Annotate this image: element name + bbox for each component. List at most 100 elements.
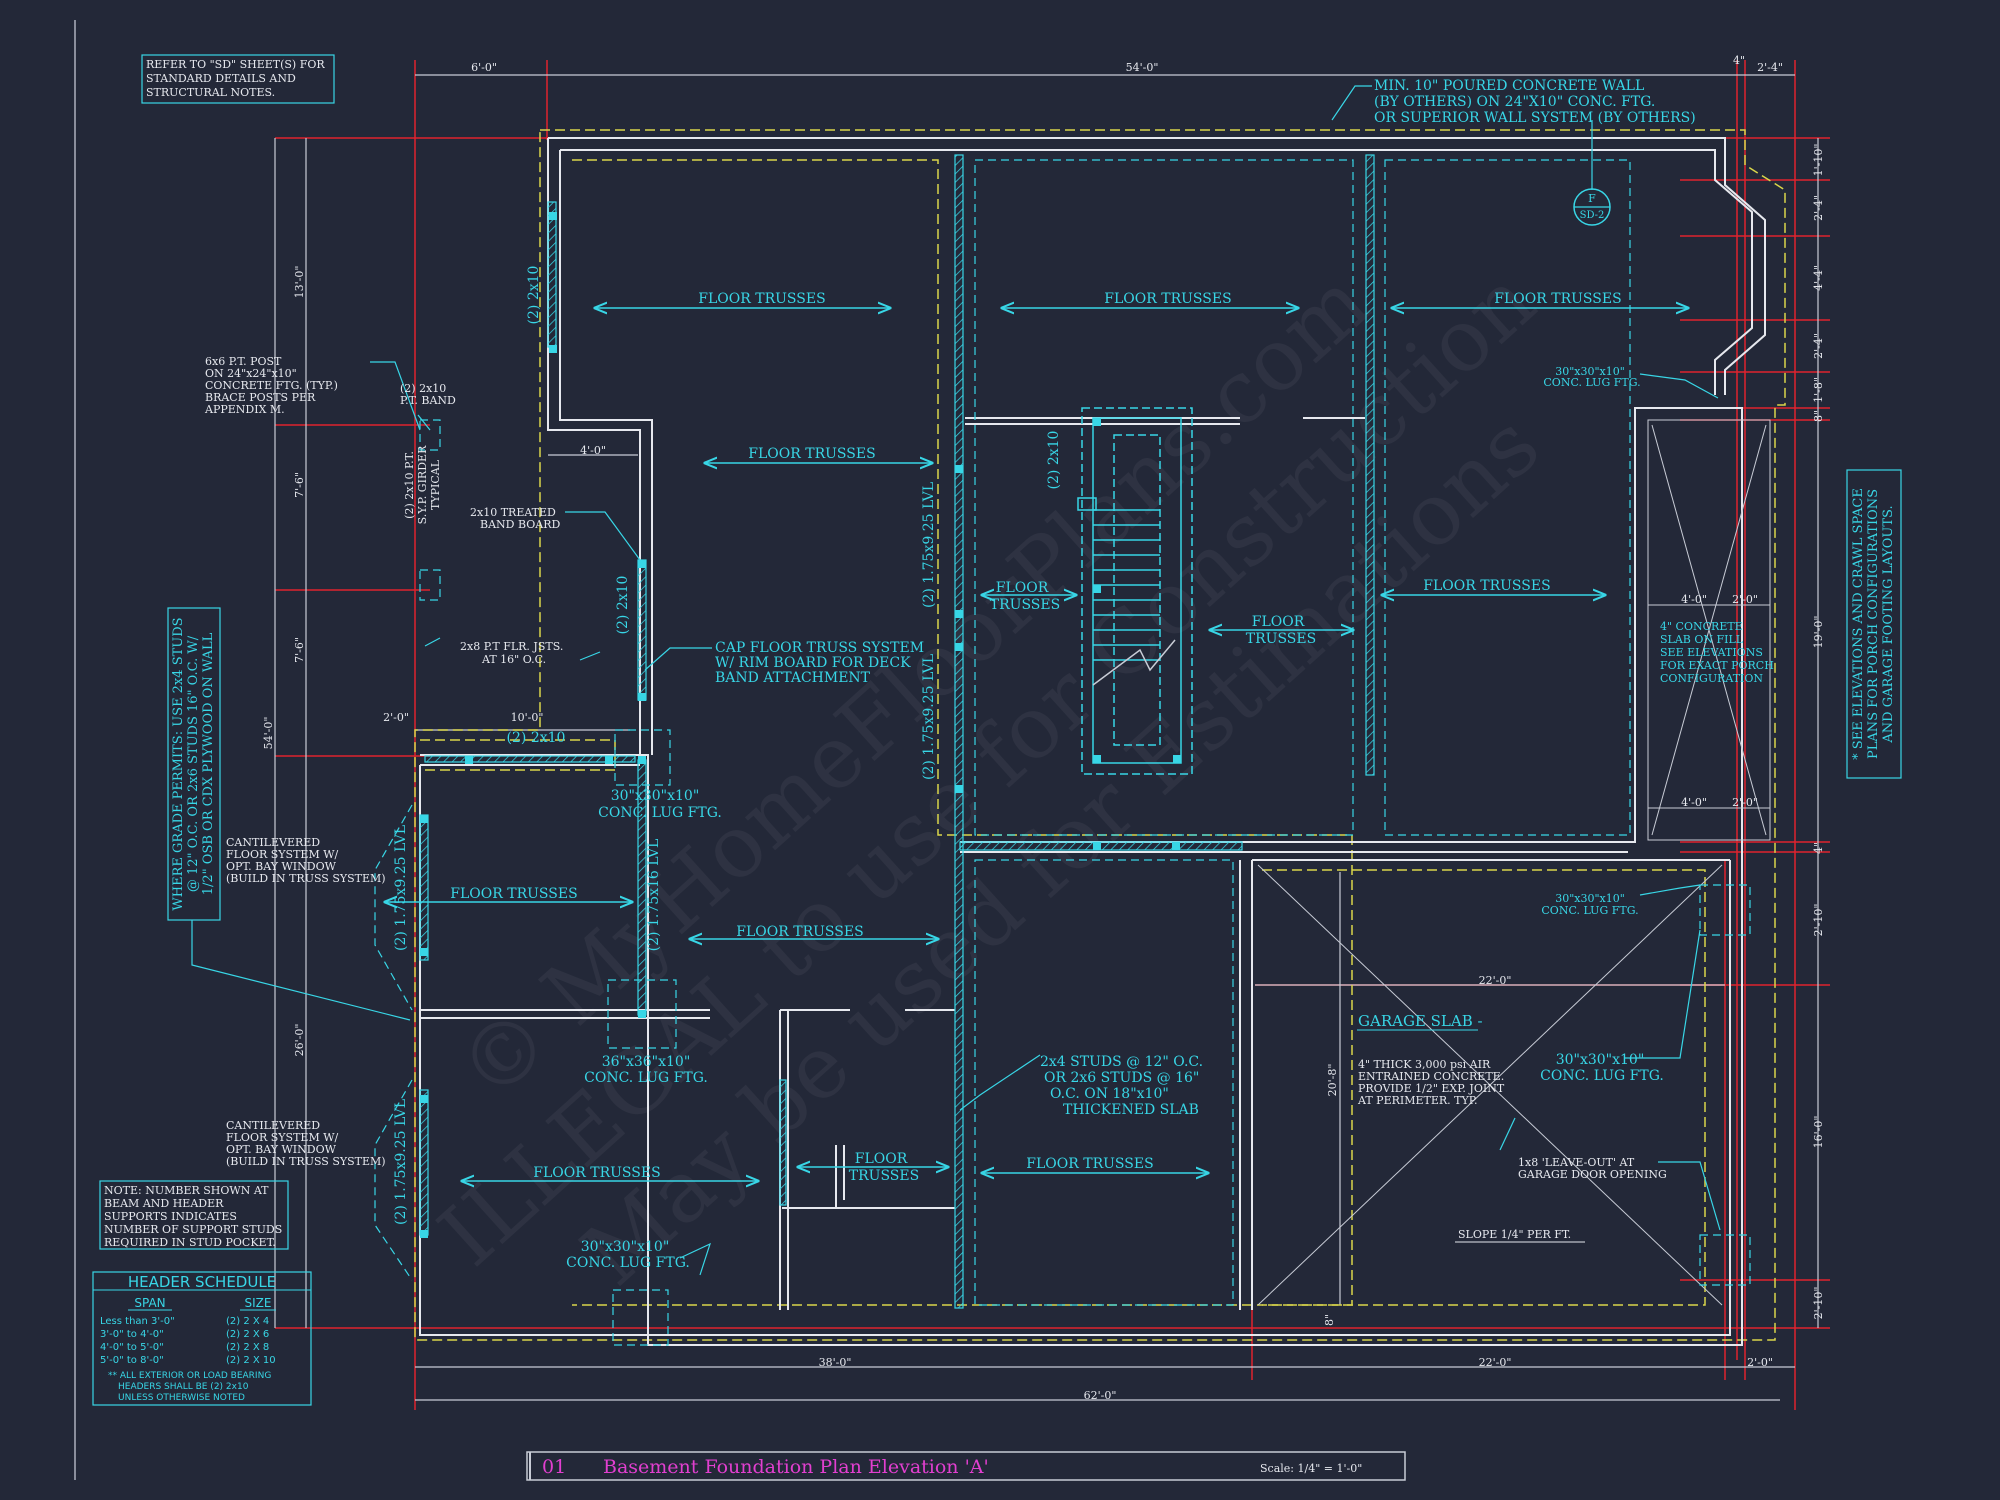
- dim-top: 2'-4": [1757, 61, 1783, 74]
- dim-right: 4": [1812, 842, 1825, 854]
- floor-trusses-label: FLOOR TRUSSES: [1423, 578, 1550, 594]
- schedule-footnote: HEADERS SHALL BE (2) 2x10: [118, 1382, 249, 1392]
- watermark-line-2: ILLEGAL to use for Construction: [421, 251, 1555, 1286]
- garage-slab-x: [1257, 864, 1723, 1306]
- number-note-box: NOTE: NUMBER SHOWN AT BEAM AND HEADER SU…: [99, 1180, 289, 1250]
- floor-trusses-label: FLOOR TRUSSES: [533, 1165, 660, 1181]
- studs-note: 1/2" OSB OR CDX PLYWOOD ON WALL: [201, 632, 216, 895]
- section-tag-sheet: SD-2: [1580, 210, 1605, 221]
- trusses-label: TRUSSES: [1246, 631, 1316, 647]
- schedule-footnote: ** ALL EXTERIOR OR LOAD BEARING: [108, 1371, 271, 1381]
- schedule-span: Less than 3'-0": [100, 1316, 175, 1327]
- girder-label: S.Y.P. GIRDER: [416, 445, 429, 524]
- title-block: 01 Basement Foundation Plan Elevation 'A…: [526, 1451, 1406, 1481]
- trusses-label: TRUSSES: [849, 1168, 919, 1184]
- refer-note: STRUCTURAL NOTES.: [146, 86, 275, 99]
- schedule-size: (2) 2 X 4: [226, 1316, 269, 1327]
- garage-note: 4" THICK 3,000 psi AIR: [1358, 1058, 1491, 1071]
- cantilever-note: (BUILD IN TRUSS SYSTEM): [226, 1155, 386, 1168]
- floor-label: FLOOR: [855, 1151, 908, 1167]
- band-board-note: 2x10 TREATED: [470, 506, 556, 519]
- garage-note: AT PERIMETER. TYP.: [1357, 1094, 1477, 1107]
- floor-trusses-label: FLOOR TRUSSES: [1494, 291, 1621, 307]
- lvl-label: (2) 1.75x9.25 LVL: [393, 825, 409, 951]
- dim-right: 4'-4": [1812, 265, 1825, 291]
- lug-footing-size: 30"x30"x10": [1555, 365, 1625, 378]
- lvl-label: (2) 1.75x16 LVL: [646, 839, 662, 952]
- header-schedule: HEADER SCHEDULE SPAN SIZE Less than 3'-0…: [92, 1271, 312, 1406]
- number-note: NOTE: NUMBER SHOWN AT: [104, 1184, 269, 1197]
- lvl-label: (2) 1.75x9.25 LVL: [921, 482, 937, 608]
- dim-bottom: 2'-0": [1747, 1356, 1773, 1369]
- porch-labels: 4'-0" 2'-0" 4'-0" 2'-0" 4" CONCRETE SLAB…: [1660, 593, 1774, 809]
- stair: [1077, 407, 1193, 775]
- stud-pockets: [420, 212, 1181, 1238]
- dim-left: 54'-0": [262, 717, 275, 750]
- drawing-title: Basement Foundation Plan Elevation 'A': [603, 1456, 989, 1478]
- floor-trusses-label: FLOOR TRUSSES: [1026, 1156, 1153, 1172]
- elevations-note: PLANS FOR PORCH CONFIGURATIONS: [1866, 489, 1881, 759]
- lug-footing-size: 30"x30"x10": [581, 1239, 670, 1255]
- elevations-note: * SEE ELEVATIONS AND CRAWL SPACE: [1851, 488, 1866, 760]
- leave-out-note: GARAGE DOOR OPENING: [1518, 1168, 1667, 1181]
- porch-note: SEE ELEVATIONS: [1660, 646, 1763, 659]
- lug-footing-size: 36"x36"x10": [602, 1054, 691, 1070]
- section-tag: F SD-2: [1573, 188, 1611, 226]
- porch-dim: 4'-0": [1681, 593, 1707, 606]
- porch-slab: [1647, 419, 1771, 841]
- dim-right: 1'-10": [1812, 144, 1825, 177]
- notes-white: 6x6 P.T. POST ON 24"x24"x10" CONCRETE FT…: [204, 355, 1667, 1241]
- notes-cyan: MIN. 10" POURED CONCRETE WALL (BY OTHERS…: [715, 78, 1696, 1118]
- cap-note: CAP FLOOR TRUSS SYSTEM: [715, 640, 924, 656]
- cantilever-note: OPT. BAY WINDOW: [226, 1143, 337, 1156]
- dim-right: 2'-10": [1812, 904, 1825, 937]
- schedule-size: (2) 2 X 8: [226, 1342, 269, 1353]
- refer-note: REFER TO "SD" SHEET(S) FOR: [146, 58, 325, 71]
- leave-out-note: 1x8 'LEAVE-OUT' AT: [1518, 1156, 1635, 1169]
- studs-note: WHERE GRADE PERMITS: USE 2x4 STUDS: [171, 617, 186, 910]
- wall-note: MIN. 10" POURED CONCRETE WALL: [1374, 78, 1644, 94]
- truss-arrows: [385, 308, 1688, 1181]
- dim-misc: 20'-8": [1326, 1064, 1339, 1097]
- floor-trusses-label: FLOOR TRUSSES: [1104, 291, 1231, 307]
- floor-trusses-label: FLOOR TRUSSES: [698, 291, 825, 307]
- dim-left: 7'-6": [293, 637, 306, 663]
- elevations-note-box: * SEE ELEVATIONS AND CRAWL SPACE PLANS F…: [1846, 469, 1902, 779]
- dim-misc: 8": [1323, 1314, 1336, 1326]
- white-dimension-lines: [274, 74, 1819, 1401]
- lvl-label: (2) 1.75x9.25 LVL: [393, 1099, 409, 1225]
- dim-bottom: 22'-0": [1479, 1356, 1512, 1369]
- cantilever-note: CANTILEVERED: [226, 1119, 320, 1132]
- lug-footing-size: 30"x30"x10": [1556, 1052, 1645, 1068]
- post-note: BRACE POSTS PER: [205, 391, 316, 404]
- studs-slab-note: OR 2x6 STUDS @ 16": [1044, 1070, 1199, 1086]
- lug-footing-type: CONC. LUG FTG.: [1540, 1068, 1664, 1084]
- sheet-number: 01: [542, 1456, 566, 1478]
- dim-top: 6'-0": [471, 61, 497, 74]
- watermark: © MyHomeFloorPlans.com ILLEGAL to use fo…: [421, 251, 1559, 1305]
- lug-footing-type: CONC. LUG FTG.: [566, 1255, 690, 1271]
- refer-note-box: REFER TO "SD" SHEET(S) FOR STANDARD DETA…: [141, 54, 335, 104]
- porch-note: SLAB ON FILL: [1660, 633, 1744, 646]
- lug-footing-size: 30"x30"x10": [611, 788, 700, 804]
- beam-label: (2) 2x10: [526, 266, 542, 325]
- dim-left: 26'-0": [293, 1024, 306, 1057]
- beam-labels: (2) 2x10 (2) 2x10 (2) 2x10 (2) 2x10 (2) …: [393, 266, 1062, 1225]
- dashed-walls: [374, 159, 1751, 1346]
- dim-misc: 10'-0": [511, 711, 544, 724]
- lug-footing-type: CONC. LUG FTG.: [584, 1070, 708, 1086]
- girder-label: (2) 2x10 P.T.: [403, 451, 416, 519]
- dim-misc: 2'-0": [383, 711, 409, 724]
- number-note: REQUIRED IN STUD POCKET.: [104, 1236, 276, 1249]
- joists-note: AT 16" O.C.: [481, 653, 546, 666]
- dim-right: 19'-0": [1812, 616, 1825, 649]
- floor-trusses-label: FLOOR TRUSSES: [736, 924, 863, 940]
- cantilever-note: (BUILD IN TRUSS SYSTEM): [226, 872, 386, 885]
- refer-note: STANDARD DETAILS AND: [146, 72, 296, 85]
- lvl-label: (2) 1.75x9.25 LVL: [921, 654, 937, 780]
- porch-note: CONFIGURATION: [1660, 672, 1763, 685]
- dim-left: 7'-6": [293, 472, 306, 498]
- dim-bottom: 38'-0": [819, 1356, 852, 1369]
- header-label: (2) 2x10: [507, 730, 566, 746]
- dim-right: 8": [1812, 410, 1825, 422]
